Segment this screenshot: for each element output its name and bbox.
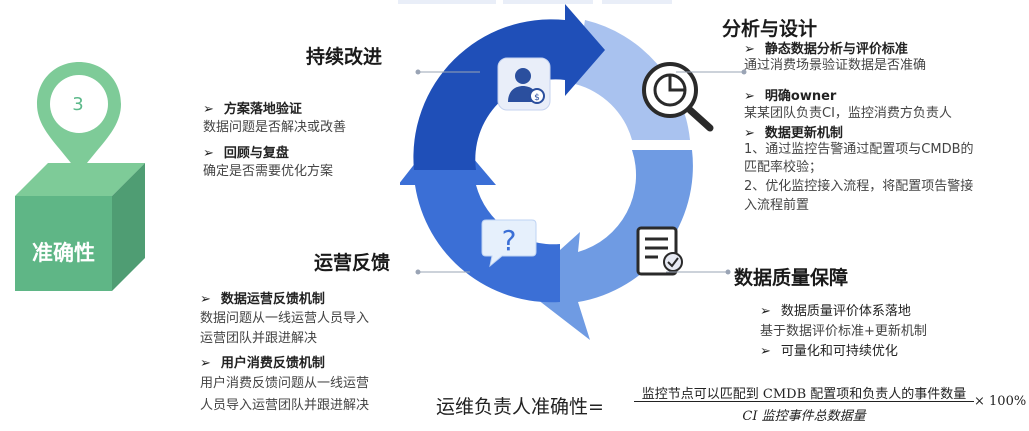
quality-system-text: 基于数据评价标准+更新机制 — [760, 324, 927, 339]
fraction-line — [634, 401, 974, 402]
update-mechanism-text-1: 1、通过监控告警通过配置项与CMDB的 — [744, 142, 974, 157]
document-certificate-icon — [636, 226, 683, 276]
arrow-icon: ➢ — [200, 292, 211, 307]
cube-top — [15, 163, 145, 196]
user-feedback-heading: ➢用户消费反馈机制 — [200, 356, 325, 371]
analysis-design-title: 分析与设计 — [722, 18, 818, 40]
update-mechanism-text-4: 入流程前置 — [744, 198, 810, 213]
arrow-icon: ➢ — [744, 42, 755, 57]
top-tab-2 — [503, 0, 593, 4]
formula-denominator: CI 监控事件总数据量 — [742, 409, 866, 424]
arrow-icon: ➢ — [200, 356, 211, 371]
pie-chart-magnifier-icon — [642, 62, 714, 132]
quality-system-heading: ➢数据质量评价体系落地 — [760, 304, 911, 319]
cycle-segment-quality — [520, 150, 693, 340]
formula-multiplier: × 100% — [974, 394, 1027, 409]
formula-numerator: 监控节点可以匹配到 CMDB 配置项和负责人的事件数量 — [641, 387, 967, 402]
arrow-icon: ➢ — [203, 102, 214, 117]
cube-side — [112, 163, 145, 291]
ops-feedback-heading: ➢数据运营反馈机制 — [200, 292, 325, 307]
static-analysis-heading: ➢静态数据分析与评价标准 — [744, 42, 908, 57]
review-heading: ➢回顾与复盘 — [203, 146, 289, 161]
top-tab-3 — [602, 0, 672, 4]
arrow-icon: ➢ — [744, 89, 755, 104]
arrow-icon: ➢ — [760, 304, 771, 319]
owner-text: 某某团队负责CI，监控消费方负责人 — [744, 106, 952, 121]
accuracy-title: 准确性 — [32, 241, 95, 265]
cube-front — [15, 196, 112, 291]
arrow-icon: ➢ — [203, 146, 214, 161]
quantifiable-heading: ➢可量化和可持续优化 — [760, 344, 898, 359]
plan-verify-text: 数据问题是否解决或改善 — [203, 120, 347, 135]
ops-feedback-text-2: 运营团队并跟进解决 — [200, 331, 318, 346]
arrow-icon: ➢ — [744, 126, 755, 141]
svg-text:$: $ — [534, 93, 540, 103]
review-text: 确定是否需要优化方案 — [203, 164, 334, 179]
pin-inner-circle — [50, 75, 108, 133]
update-mechanism-heading: ➢数据更新机制 — [744, 126, 843, 141]
user-feedback-text-2: 人员导入运营团队并跟进解决 — [200, 398, 370, 413]
user-coin-icon: $ — [497, 57, 551, 111]
data-quality-title: 数据质量保障 — [734, 267, 849, 289]
arrow-icon: ➢ — [760, 344, 771, 359]
top-tab-1 — [398, 0, 496, 4]
update-mechanism-text-3: 2、优化监控接入流程，将配置项告警接 — [744, 179, 974, 194]
pin-number: 3 — [72, 94, 84, 115]
static-analysis-text: 通过消费场景验证数据是否准确 — [744, 58, 927, 73]
svg-text:?: ? — [502, 224, 517, 257]
formula-label: 运维负责人准确性= — [436, 396, 604, 418]
ops-feedback-text-1: 数据问题从一线运营人员导入 — [200, 311, 370, 326]
operation-feedback-title: 运营反馈 — [314, 252, 391, 274]
update-mechanism-text-2: 匹配率校验； — [744, 160, 823, 175]
owner-heading: ➢明确owner — [744, 89, 837, 104]
accuracy-pin-cube — [15, 62, 145, 291]
continuous-improvement-title: 持续改进 — [306, 46, 383, 68]
question-bubble-icon: ? — [481, 219, 537, 268]
user-feedback-text-1: 用户消费反馈问题从一线运营 — [200, 376, 370, 391]
plan-verify-heading: ➢方案落地验证 — [203, 102, 302, 117]
